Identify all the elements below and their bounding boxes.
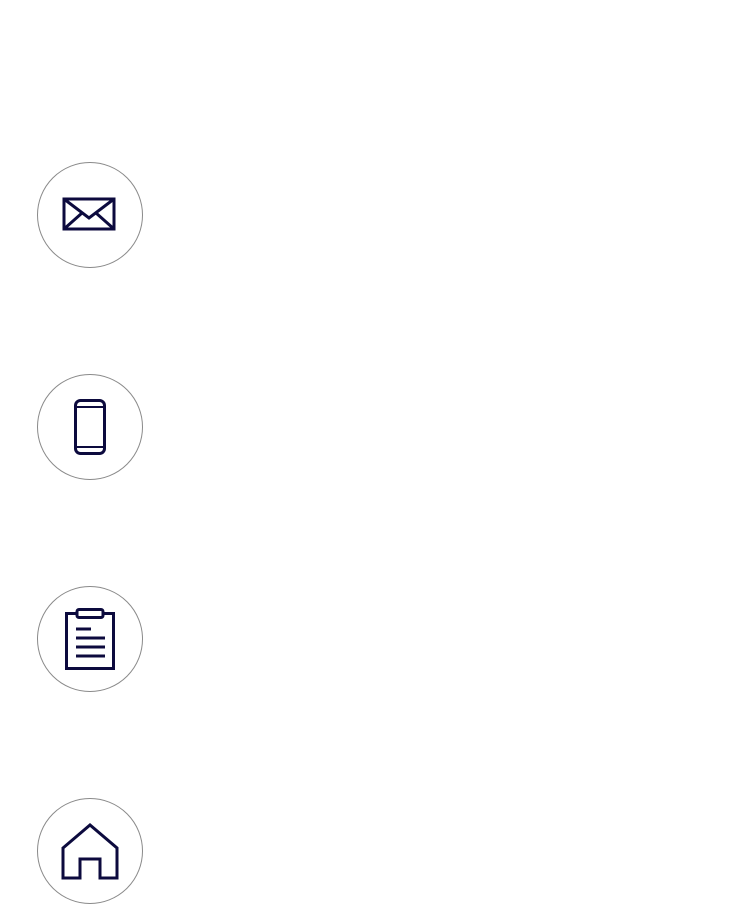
- smartphone-icon: [74, 399, 106, 455]
- email-contact-button[interactable]: [37, 162, 143, 268]
- address-button[interactable]: [37, 798, 143, 904]
- form-button[interactable]: [37, 586, 143, 692]
- envelope-icon: [62, 197, 116, 231]
- phone-contact-button[interactable]: [37, 374, 143, 480]
- home-icon: [61, 823, 119, 880]
- clipboard-icon: [65, 608, 115, 670]
